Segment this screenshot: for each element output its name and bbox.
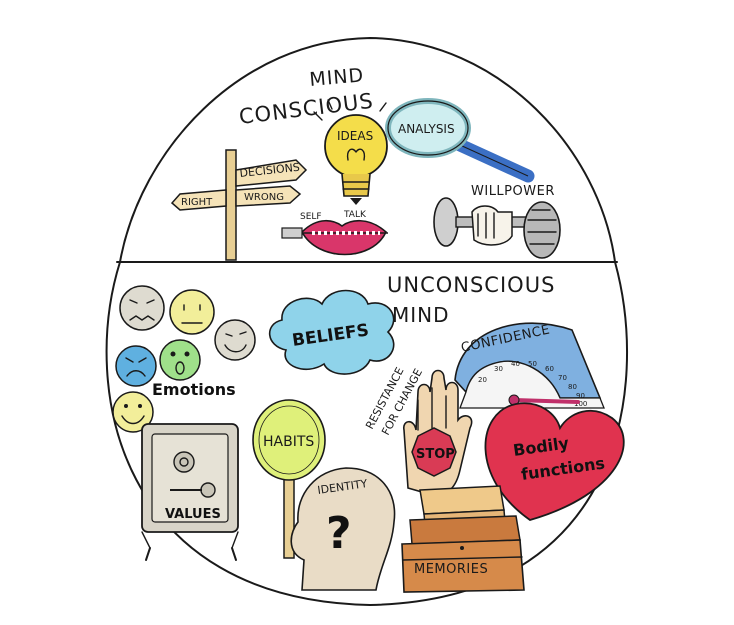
memories-boxes-icon: MEMORIES [401, 485, 525, 593]
svg-text:ANALYSIS: ANALYSIS [398, 122, 455, 136]
svg-text:60: 60 [545, 365, 554, 373]
svg-text:40: 40 [511, 360, 520, 368]
emotions-label: Emotions [152, 380, 236, 399]
gauge-ticks: 20 30 40 50 60 70 80 90 100 [478, 360, 587, 408]
svg-text:MIND: MIND [392, 303, 450, 327]
svg-text:HABITS: HABITS [263, 434, 314, 450]
svg-text:MIND: MIND [309, 64, 366, 91]
habits-sign-icon: HABITS [252, 399, 326, 559]
svg-text:TALK: TALK [343, 210, 367, 220]
identity-head-icon: IDENTITY ? [290, 467, 396, 591]
svg-text:90: 90 [576, 392, 585, 400]
winking-face-icon [214, 319, 256, 361]
svg-text:80: 80 [568, 383, 577, 391]
svg-text:70: 70 [558, 374, 567, 382]
shocked-face-icon [159, 339, 201, 381]
neutral-face-icon [169, 289, 215, 335]
beliefs-cloud-icon: BELIEFS [268, 289, 395, 375]
svg-text:STOP: STOP [416, 447, 455, 462]
light-bulb-icon: IDEAS [313, 99, 399, 205]
svg-text:DECISIONS: DECISIONS [239, 161, 300, 180]
svg-text:30: 30 [494, 365, 503, 373]
svg-text:RIGHT: RIGHT [181, 197, 213, 208]
svg-text:50: 50 [528, 360, 537, 368]
svg-text:MEMORIES: MEMORIES [414, 562, 488, 577]
confidence-gauge-icon: CONFIDENCE 20 30 40 50 60 70 80 90 100 [454, 322, 605, 409]
emotion-faces: Emotions [112, 285, 256, 433]
happy-face-icon [112, 391, 154, 433]
svg-text:IDEAS: IDEAS [337, 129, 373, 143]
svg-text:UNCONSCIOUS: UNCONSCIOUS [387, 273, 555, 297]
svg-text:SELF: SELF [300, 212, 322, 222]
angry-face-icon [115, 345, 157, 387]
zipped-lips-icon: SELF TALK [281, 210, 388, 256]
signpost-icon: DECISIONS RIGHT WRONG [170, 149, 308, 261]
svg-text:WRONG: WRONG [244, 192, 284, 203]
unconscious-title: UNCONSCIOUS MIND [387, 273, 555, 327]
stop-hand-icon: STOP [403, 369, 473, 497]
heart-icon: Bodily functions [484, 402, 625, 521]
svg-text:20: 20 [478, 376, 487, 384]
worried-face-icon [119, 285, 165, 331]
svg-text:WILLPOWER: WILLPOWER [471, 184, 555, 199]
dumbbell-hand-icon: WILLPOWER [433, 184, 561, 259]
svg-text:?: ? [326, 508, 352, 559]
magnifying-glass-icon: ANALYSIS [385, 98, 535, 183]
svg-text:100: 100 [574, 400, 587, 408]
svg-text:VALUES: VALUES [165, 507, 221, 522]
values-safe-icon: VALUES [141, 423, 239, 561]
